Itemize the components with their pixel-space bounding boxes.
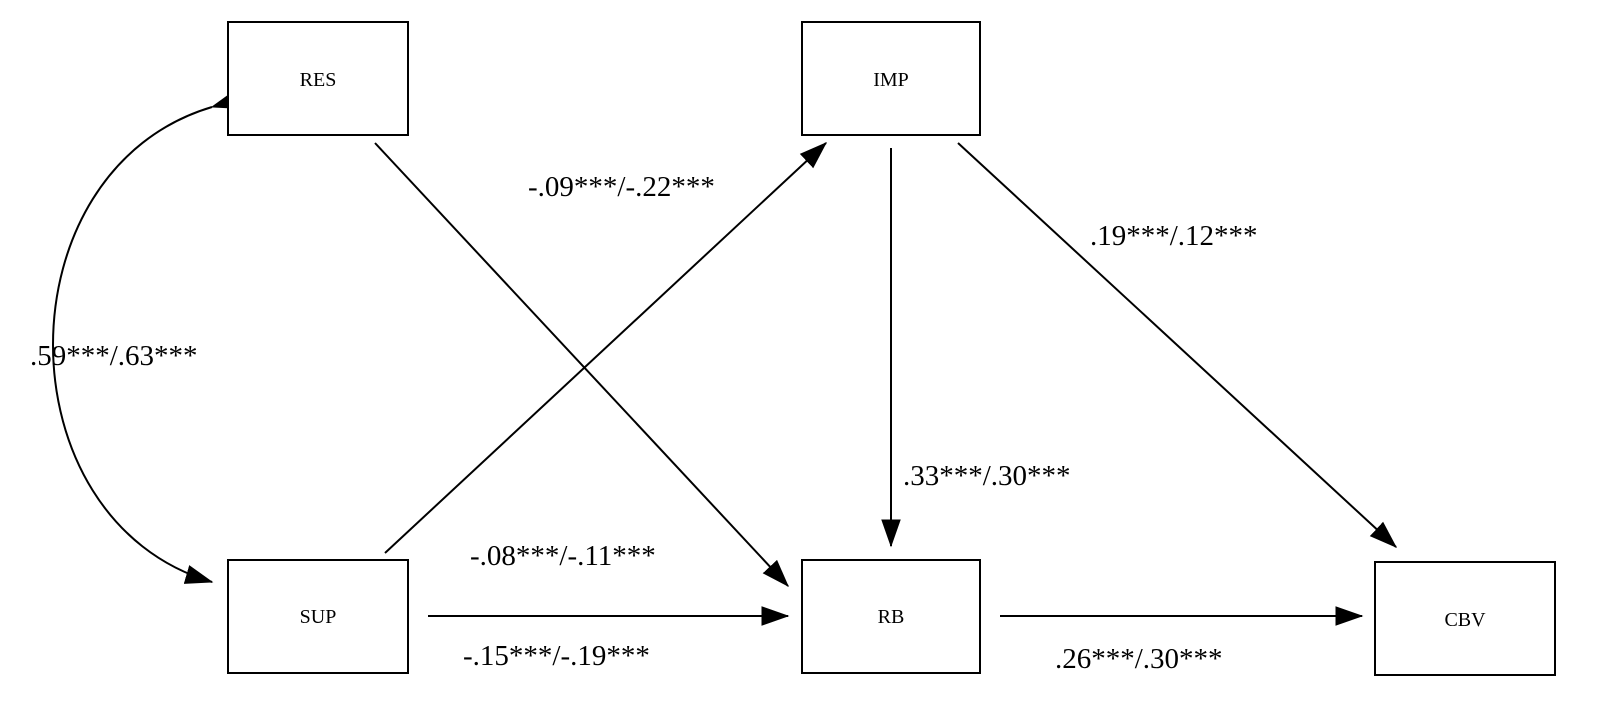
label-rb-cbv: .26***/.30*** bbox=[1055, 643, 1223, 675]
node-sup-label: SUP bbox=[300, 606, 337, 628]
edge-imp-cbv bbox=[957, 142, 1398, 548]
label-res-rb: -.08***/-.11*** bbox=[470, 540, 656, 572]
edge-sup-imp bbox=[384, 142, 828, 554]
node-cbv: CBV bbox=[1374, 561, 1556, 676]
label-sup-rb: -.15***/-.19*** bbox=[463, 640, 650, 672]
node-rb-label: RB bbox=[878, 606, 905, 628]
edge-res-sup bbox=[52, 89, 241, 584]
node-imp: IMP bbox=[801, 21, 981, 136]
node-imp-label: IMP bbox=[873, 69, 909, 91]
node-rb: RB bbox=[801, 559, 981, 674]
label-sup-imp: -.09***/-.22*** bbox=[528, 171, 715, 203]
edge-res-rb bbox=[374, 142, 789, 588]
node-cbv-label: CBV bbox=[1444, 609, 1486, 631]
label-imp-rb: .33***/.30*** bbox=[903, 460, 1071, 492]
label-imp-cbv: .19***/.12*** bbox=[1090, 220, 1258, 252]
node-res-label: RES bbox=[300, 69, 337, 91]
node-res: RES bbox=[227, 21, 409, 136]
node-sup: SUP bbox=[227, 559, 409, 674]
label-res-sup: .59***/.63*** bbox=[30, 340, 198, 372]
